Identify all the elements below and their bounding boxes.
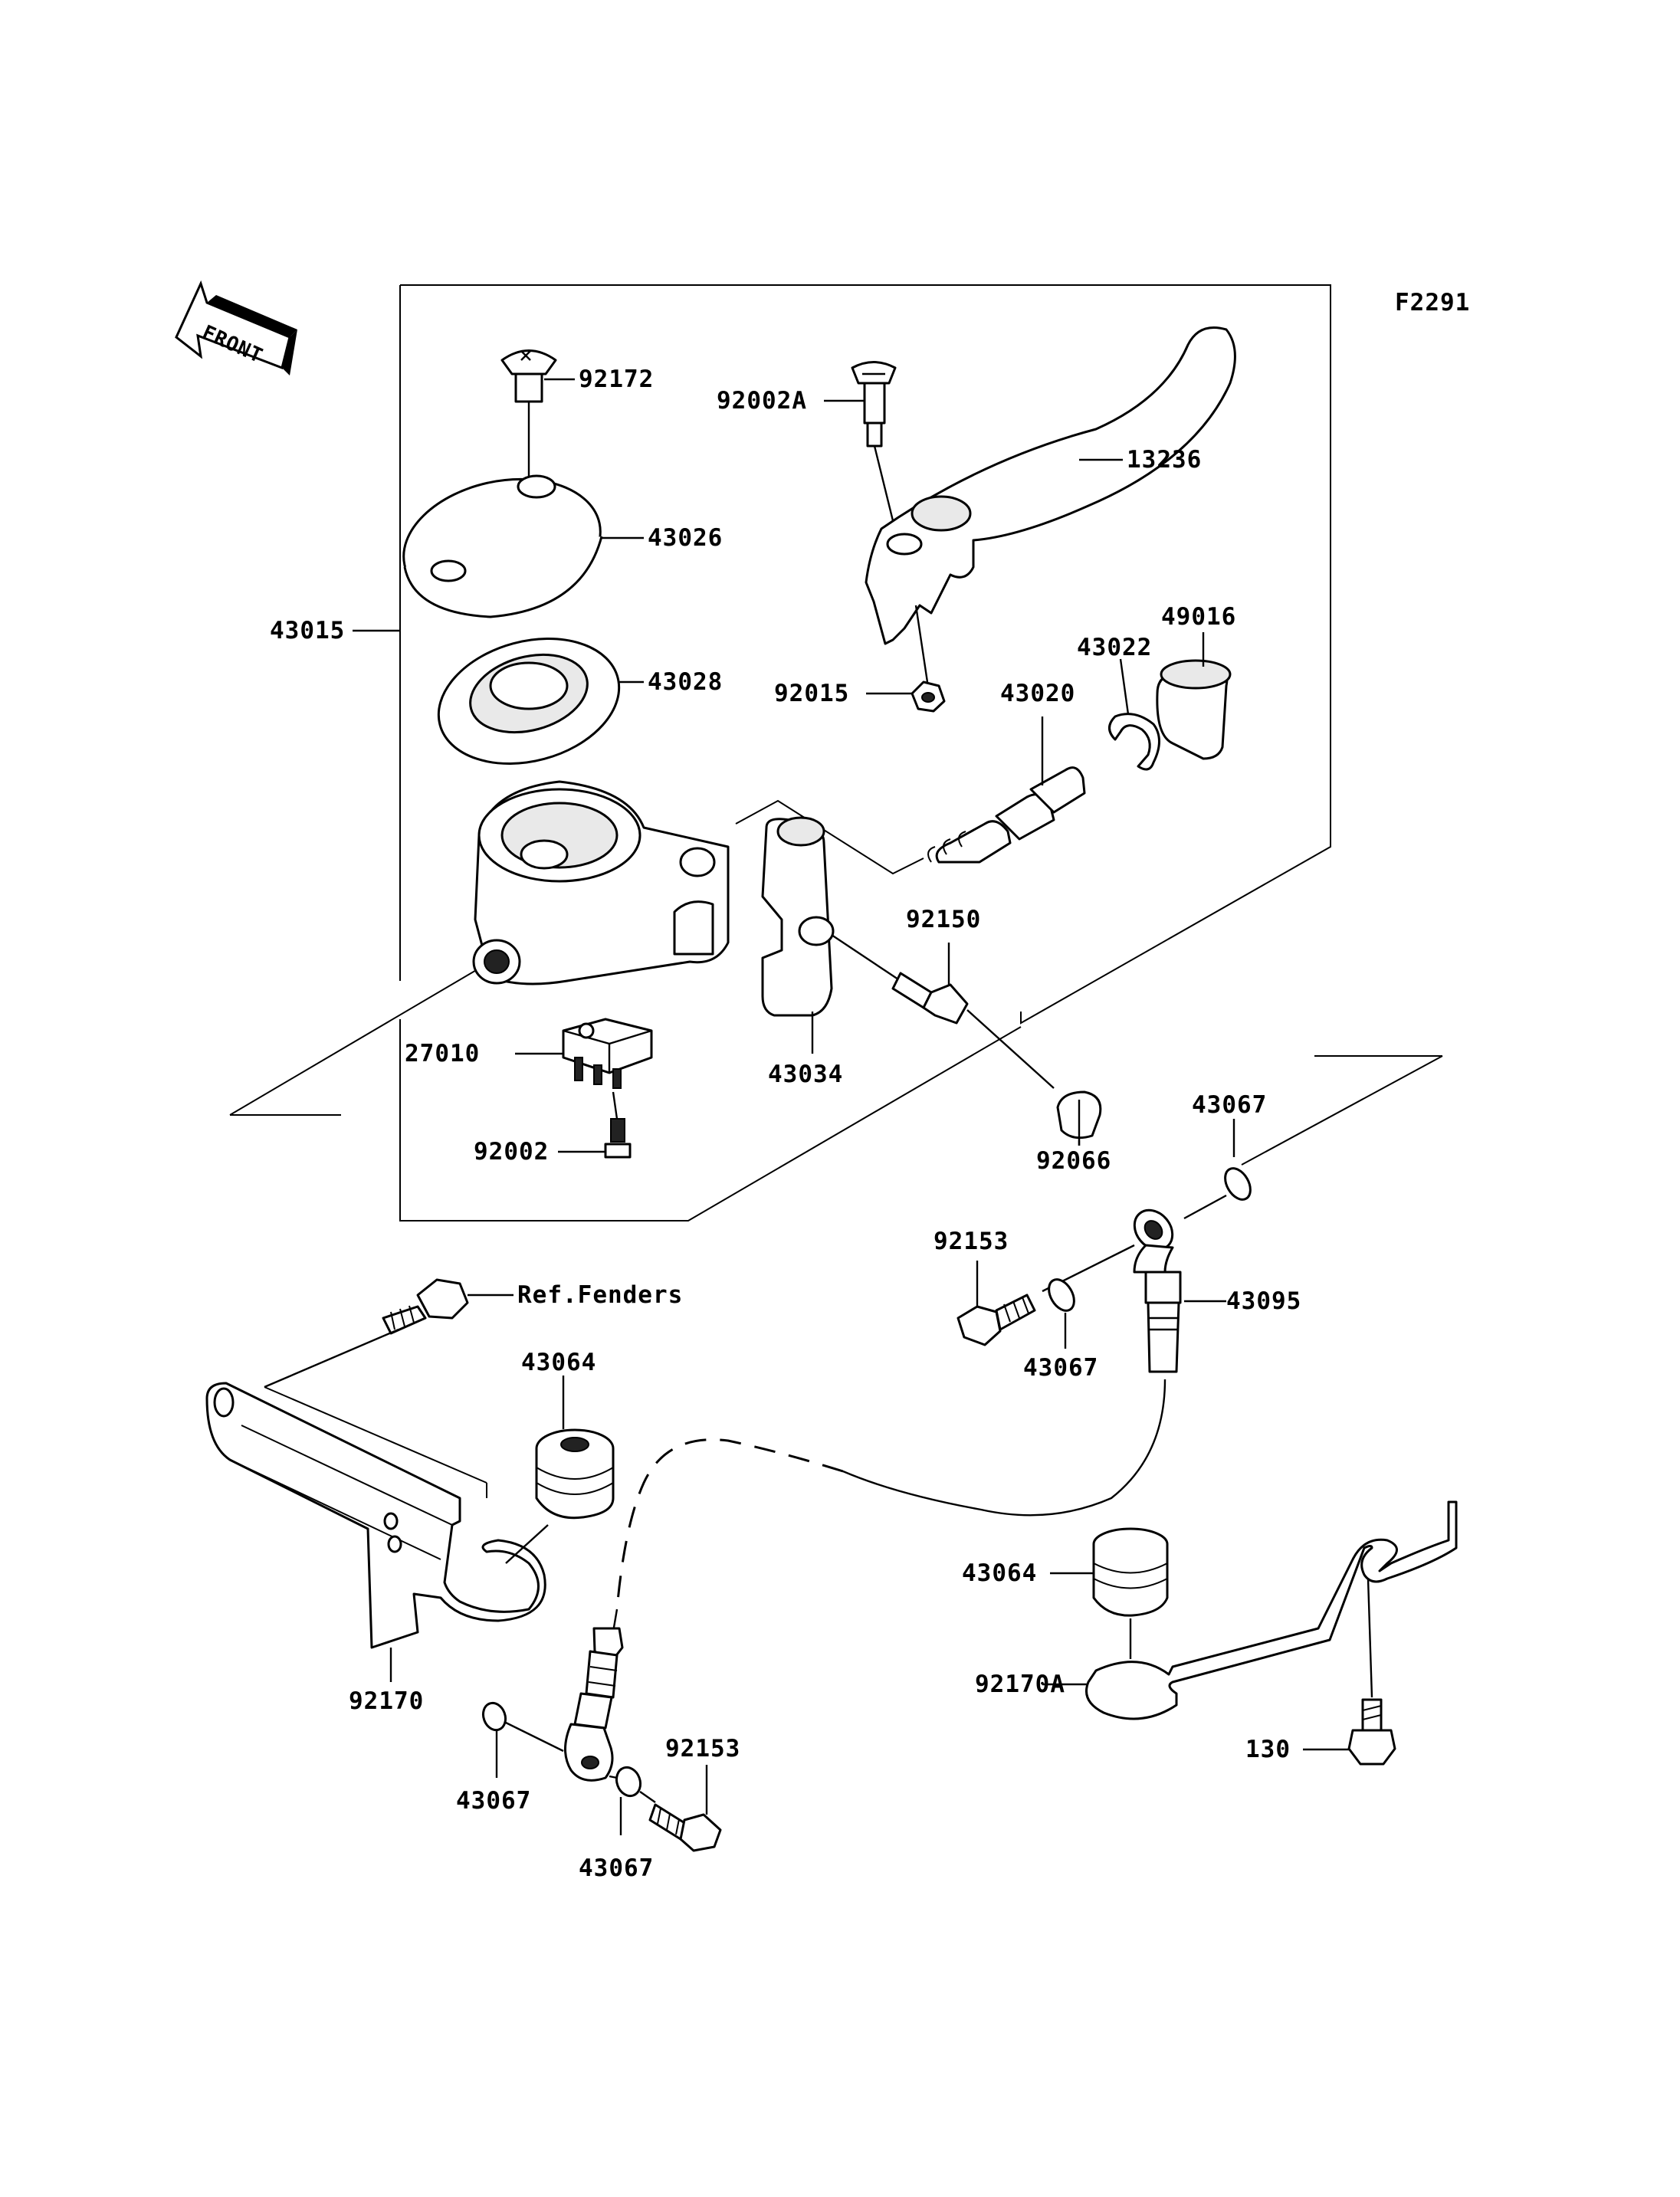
clamp-43034	[761, 816, 835, 1017]
label-43067-b: 43067	[1023, 1354, 1098, 1382]
axis-line-2	[735, 799, 924, 875]
brake-hose	[842, 1379, 1166, 1517]
label-92066: 92066	[1036, 1147, 1111, 1175]
screw-92172	[500, 349, 557, 479]
bolt-130	[1347, 1698, 1396, 1766]
label-43095: 43095	[1226, 1287, 1301, 1315]
label-43067-c: 43067	[456, 1787, 531, 1815]
reservoir-cap-43026	[402, 474, 603, 618]
label-92002A: 92002A	[717, 387, 807, 415]
label-43028: 43028	[648, 668, 723, 696]
grommet-43064-a	[535, 1428, 615, 1520]
assembly-frame-top	[400, 284, 1331, 1025]
label-92002: 92002	[474, 1138, 549, 1166]
label-43015: 43015	[270, 617, 345, 644]
screw-92002	[604, 1118, 632, 1159]
assembly-frame-bottom	[399, 1019, 1022, 1221]
label-92170A: 92170A	[975, 1671, 1065, 1698]
label-130: 130	[1245, 1736, 1291, 1763]
hose-fitting-43095	[1133, 1208, 1182, 1373]
hose-fitting-lower	[564, 1627, 624, 1782]
washer-43067-d	[615, 1766, 642, 1798]
brake-hose-dashed	[615, 1438, 844, 1610]
bolt-92153-a	[956, 1294, 1036, 1346]
bracket-92170A	[1085, 1500, 1458, 1720]
label-43026: 43026	[648, 524, 723, 552]
label-49016: 49016	[1161, 603, 1236, 631]
bolt-ref-fenders	[382, 1278, 469, 1335]
circlip-43022	[1108, 713, 1160, 771]
label-43064-b: 43064	[962, 1559, 1037, 1587]
ref-fenders-label: Ref.Fenders	[517, 1281, 683, 1309]
brake-lever-13236	[865, 326, 1236, 645]
label-27010: 27010	[405, 1040, 480, 1067]
axis-line-4	[1241, 1055, 1443, 1166]
washer-43067-a	[1224, 1167, 1252, 1201]
washer-43067-b	[1048, 1278, 1075, 1312]
screw-92002A	[851, 361, 902, 553]
label-43034: 43034	[768, 1061, 843, 1088]
bracket-92170	[205, 1382, 546, 1649]
washer-43067-c	[481, 1701, 507, 1732]
label-92015: 92015	[774, 680, 849, 707]
label-43064-a: 43064	[521, 1349, 596, 1376]
label-92150: 92150	[906, 906, 981, 933]
label-43022: 43022	[1077, 634, 1152, 661]
label-92153-a: 92153	[934, 1228, 1009, 1255]
switch-27010	[562, 1018, 653, 1089]
axis-line	[229, 961, 491, 1116]
boot-49016	[1156, 659, 1232, 760]
diagram-code: F2291	[1395, 289, 1470, 316]
grommet-43064-b	[1092, 1527, 1169, 1617]
bolt-92153-b	[648, 1803, 722, 1852]
label-92172: 92172	[579, 366, 654, 393]
front-arrow-icon: FRONT	[175, 280, 297, 375]
piston-43020	[927, 766, 1086, 864]
label-43067-d: 43067	[579, 1854, 654, 1882]
diaphragm-43028	[437, 638, 621, 765]
label-43067-a: 43067	[1192, 1091, 1267, 1119]
label-92153-b: 92153	[665, 1735, 740, 1763]
label-13236: 13236	[1127, 446, 1202, 474]
label-43020: 43020	[1000, 680, 1075, 707]
nut-92015	[911, 680, 946, 713]
master-cylinder-body	[472, 780, 730, 985]
label-92170: 92170	[349, 1687, 424, 1715]
screw-92150	[891, 972, 969, 1025]
